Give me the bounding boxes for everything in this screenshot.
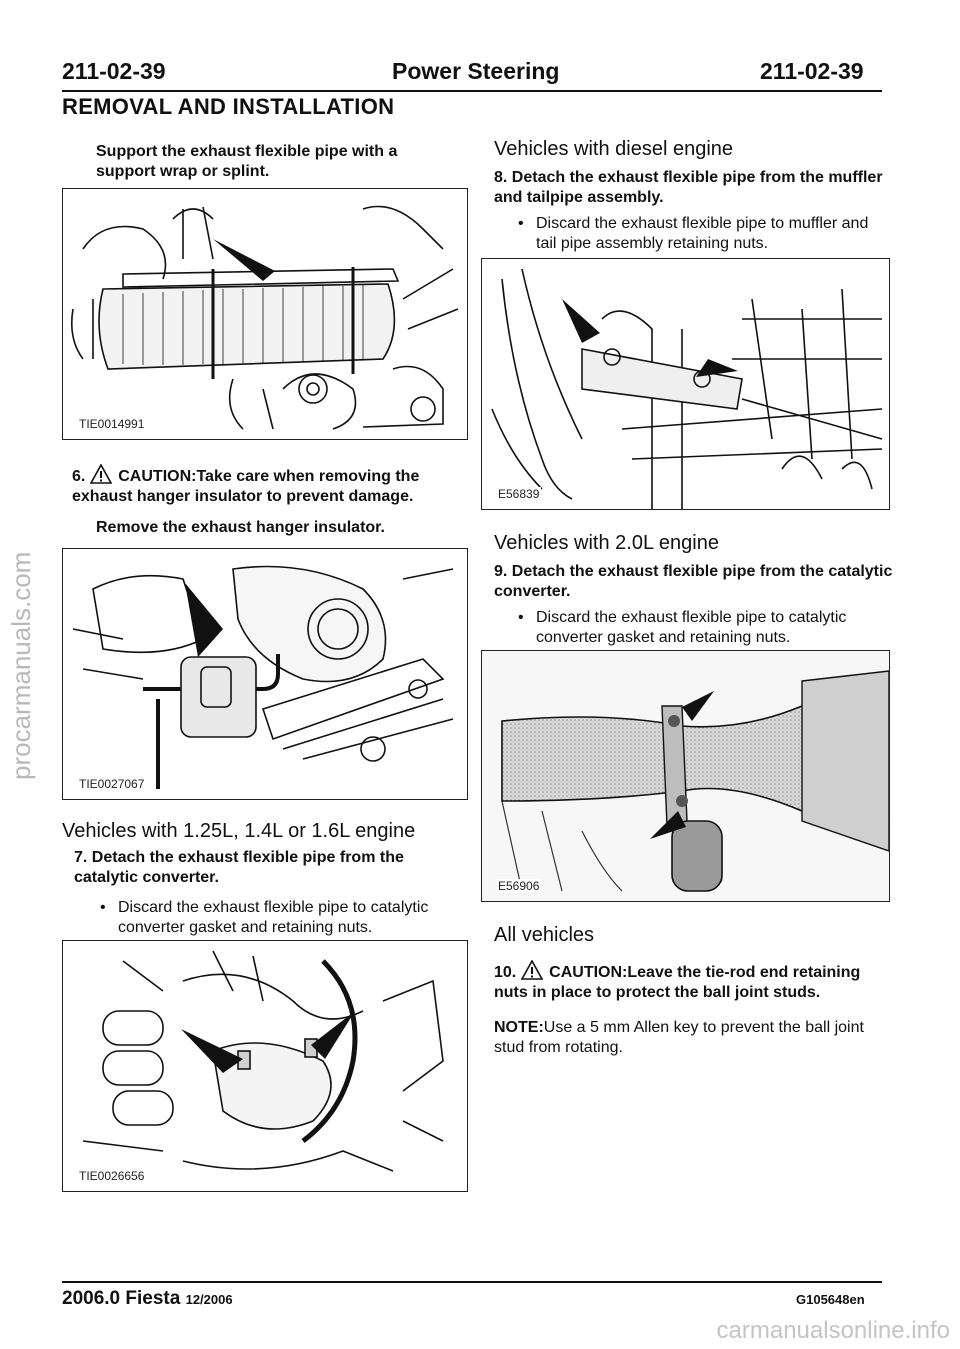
arrow-indicator bbox=[562, 299, 600, 343]
header-right-code: 211-02-39 bbox=[760, 58, 864, 84]
footer-model-name: 2006.0 Fiesta bbox=[62, 1288, 181, 1309]
flexible-pipe-illustration bbox=[70, 205, 459, 430]
step-9-bullet-text: Discard the exhaust flexible pipe to cat… bbox=[536, 609, 847, 646]
arrow-indicator bbox=[311, 1011, 355, 1059]
figure-id: E56839 bbox=[496, 487, 542, 501]
step-9-number: 9. bbox=[494, 563, 508, 580]
figure-id: TIE0026656 bbox=[77, 1169, 147, 1183]
footer-rule bbox=[62, 1281, 882, 1283]
step-6-number: 6. bbox=[72, 468, 86, 485]
footer-code: G105648en bbox=[796, 1292, 865, 1307]
header-title: Power Steering bbox=[392, 58, 560, 84]
all-vehicles-heading: All vehicles bbox=[494, 924, 595, 946]
step-8-bullet-text: Discard the exhaust flexible pipe to muf… bbox=[536, 215, 869, 252]
figure-id: E56906 bbox=[496, 879, 542, 893]
figure-hanger-insulator: TIE0027067 bbox=[62, 548, 468, 800]
step-7-number: 7. bbox=[74, 849, 88, 866]
step-8-text: Detach the exhaust flexible pipe from th… bbox=[494, 169, 883, 206]
bottom-watermark: carmanualsonline.info bbox=[716, 1317, 950, 1344]
engine-heading-small: Vehicles with 1.25L, 1.4L or 1.6L engine bbox=[62, 820, 416, 842]
catalytic-20-engine-illustration bbox=[482, 651, 889, 901]
step-10-caution: 10. CAUTION:Leave the tie-rod end retain… bbox=[494, 960, 894, 1003]
figure-flexible-pipe-support: TIE0014991 bbox=[62, 188, 468, 440]
step-7: 7. Detach the exhaust flexible pipe from… bbox=[74, 848, 469, 888]
arrow-indicator bbox=[682, 691, 714, 721]
diesel-heading: Vehicles with diesel engine bbox=[494, 138, 734, 160]
header-rule bbox=[62, 90, 882, 92]
step-6-action: Remove the exhaust hanger insulator. bbox=[96, 519, 385, 536]
step-7-text: Detach the exhaust flexible pipe from th… bbox=[74, 849, 404, 886]
figure-id: TIE0027067 bbox=[77, 777, 147, 791]
step-6-caution-text: CAUTION:Take care when removing the exha… bbox=[72, 468, 420, 505]
note-label: NOTE: bbox=[494, 1019, 544, 1036]
footer-date: 12/2006 bbox=[185, 1292, 233, 1307]
engine-20-heading: Vehicles with 2.0L engine bbox=[494, 532, 719, 554]
header-left-code: 211-02-39 bbox=[62, 58, 166, 84]
step-9: 9. Detach the exhaust flexible pipe from… bbox=[494, 562, 894, 602]
step-10-caution-text: CAUTION:Leave the tie-rod end retaining … bbox=[494, 964, 861, 1001]
bullet-dot: • bbox=[518, 609, 524, 626]
arrow-indicator bbox=[213, 239, 275, 281]
step-9-text: Detach the exhaust flexible pipe from th… bbox=[494, 563, 893, 600]
note: NOTE:Use a 5 mm Allen key to prevent the… bbox=[494, 1018, 884, 1058]
footer-model: 2006.0 Fiesta 12/2006 bbox=[62, 1288, 233, 1310]
catalytic-small-engine-illustration bbox=[82, 950, 444, 1172]
hanger-insulator-illustration bbox=[72, 565, 454, 789]
side-watermark: procarmanuals.com bbox=[6, 551, 36, 780]
intro-step-text: Support the exhaust flexible pipe with a… bbox=[96, 143, 398, 180]
arrow-indicator bbox=[650, 811, 686, 839]
step-8: 8. Detach the exhaust flexible pipe from… bbox=[494, 168, 894, 208]
step-7-bullet: • Discard the exhaust flexible pipe to c… bbox=[100, 898, 465, 938]
figure-catalytic-small-engine: TIE0026656 bbox=[62, 940, 468, 1192]
step-8-bullet: • Discard the exhaust flexible pipe to m… bbox=[518, 214, 888, 254]
diesel-muffler-illustration bbox=[491, 268, 883, 509]
figure-catalytic-20-engine: E56906 bbox=[481, 650, 890, 902]
bullet-dot: • bbox=[100, 899, 106, 916]
step-8-number: 8. bbox=[494, 169, 508, 186]
note-text: Use a 5 mm Allen key to prevent the ball… bbox=[494, 1019, 864, 1056]
caution-icon bbox=[89, 464, 112, 484]
step-10-number: 10. bbox=[494, 964, 517, 981]
step-9-bullet: • Discard the exhaust flexible pipe to c… bbox=[518, 608, 888, 648]
step-6-caution: 6. CAUTION:Take care when removing the e… bbox=[72, 464, 467, 507]
arrow-indicator bbox=[185, 583, 223, 657]
bullet-dot: • bbox=[518, 215, 524, 232]
arrow-indicator bbox=[696, 359, 738, 377]
figure-diesel-muffler: E56839 bbox=[481, 258, 890, 510]
caution-icon bbox=[520, 960, 543, 980]
step-7-bullet-text: Discard the exhaust flexible pipe to cat… bbox=[118, 899, 429, 936]
section-title: REMOVAL AND INSTALLATION bbox=[62, 94, 395, 119]
arrow-indicator bbox=[181, 1029, 243, 1073]
figure-id: TIE0014991 bbox=[77, 417, 147, 431]
